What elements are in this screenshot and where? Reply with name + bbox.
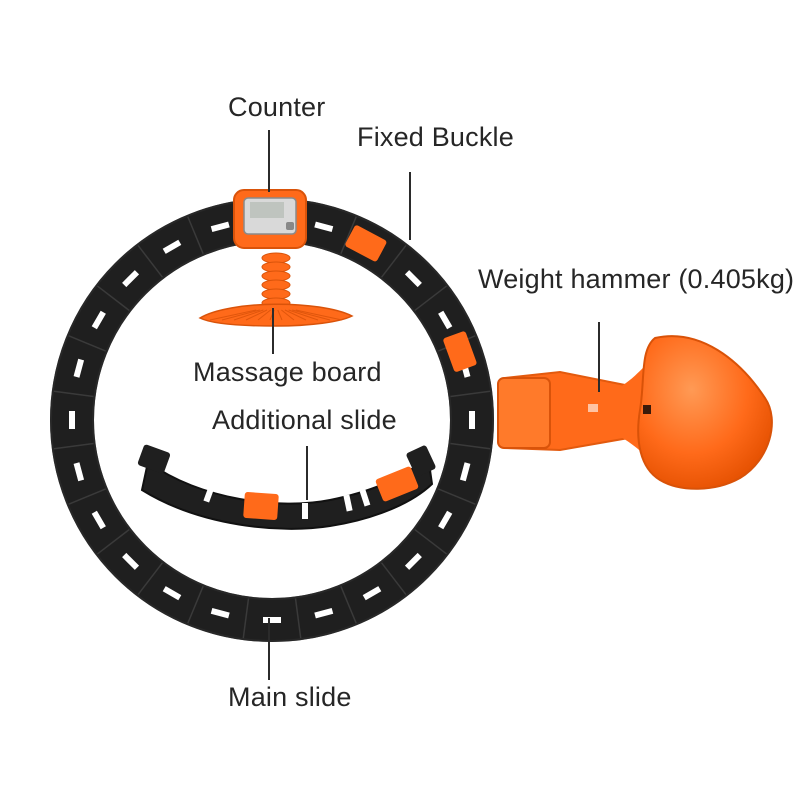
ring-segment-joint [380,562,407,595]
massage-board-label: Massage board [193,357,382,387]
ring-slot [404,552,422,570]
ring-slot [122,270,140,288]
ring-segment-joint [68,488,106,505]
ring-segment-joint [68,335,106,352]
massage-board-rib [245,309,268,321]
ring-slot [263,617,281,623]
weight-hammer-label: Weight hammer (0.405kg) [478,264,795,294]
massage-board-rib [288,309,319,321]
ring-slot [210,607,230,619]
ring-segment-joint [137,245,164,278]
fixed-buckle [345,225,387,262]
ring-slot [73,462,85,482]
massage-board-rib [233,309,264,321]
ring-segment-joint [438,488,476,505]
ring-slot [122,552,140,570]
main-slide-leader-line [268,618,270,680]
ring-slot [459,462,471,482]
massage-board-rib [209,309,257,321]
additional-slide-label: Additional slide [212,405,397,435]
massage-board [198,252,354,327]
massage-board-rib [277,309,283,321]
additional-slide-leader-line [306,446,308,500]
ring-segment-joint [340,216,357,254]
ring-slot [91,310,106,330]
ring-segment-joint [450,442,491,450]
ring-slot [91,510,106,530]
ring-slot [69,411,75,429]
ring-segment-joint [187,586,204,624]
massage-board-rib [284,309,307,321]
main-slide-label: Main slide [228,682,352,712]
ring-slot [162,586,182,601]
massage-board-rib [292,309,331,321]
counter-device [233,189,307,249]
massage-board-rib [281,309,295,321]
ring-segment-joint [450,390,491,398]
ring-slot [210,221,230,233]
massage-board-rib [221,309,260,321]
ring-segment-joint [294,598,302,639]
massage-board-leader-line [272,308,274,354]
ring-slot [73,358,85,378]
weight-hammer [497,335,773,490]
ring-segment-joint [137,562,164,595]
ring-segment-joint [380,245,407,278]
ring-slot [438,310,453,330]
ring-slot [404,270,422,288]
ring-slot [362,586,382,601]
ring-slot [438,510,453,530]
weight-hammer-leader-line [598,322,600,392]
ring-slot [469,411,475,429]
ring-segment-joint [242,598,250,639]
ring-segment-joint [340,586,357,624]
massage-board-rib [295,309,343,321]
ring-segment-joint [414,528,447,555]
massage-board-rib [257,309,271,321]
ring-segment-joint [53,442,94,450]
ring-slot [162,239,182,254]
fixed-buckle-leader-line [409,172,411,240]
counter-label: Counter [228,92,326,122]
fixed-buckle [443,331,477,372]
ring-slot [314,221,334,233]
ring-segment-joint [97,528,130,555]
additional-slide [137,444,436,530]
counter-leader-line [268,130,270,192]
fixed-buckle-label: Fixed Buckle [357,122,514,152]
ring-segment-joint [187,216,204,254]
ring-segment-joint [53,390,94,398]
ring-slot [314,607,334,619]
ring-segment-joint [414,285,447,312]
ring-segment-joint [97,285,130,312]
